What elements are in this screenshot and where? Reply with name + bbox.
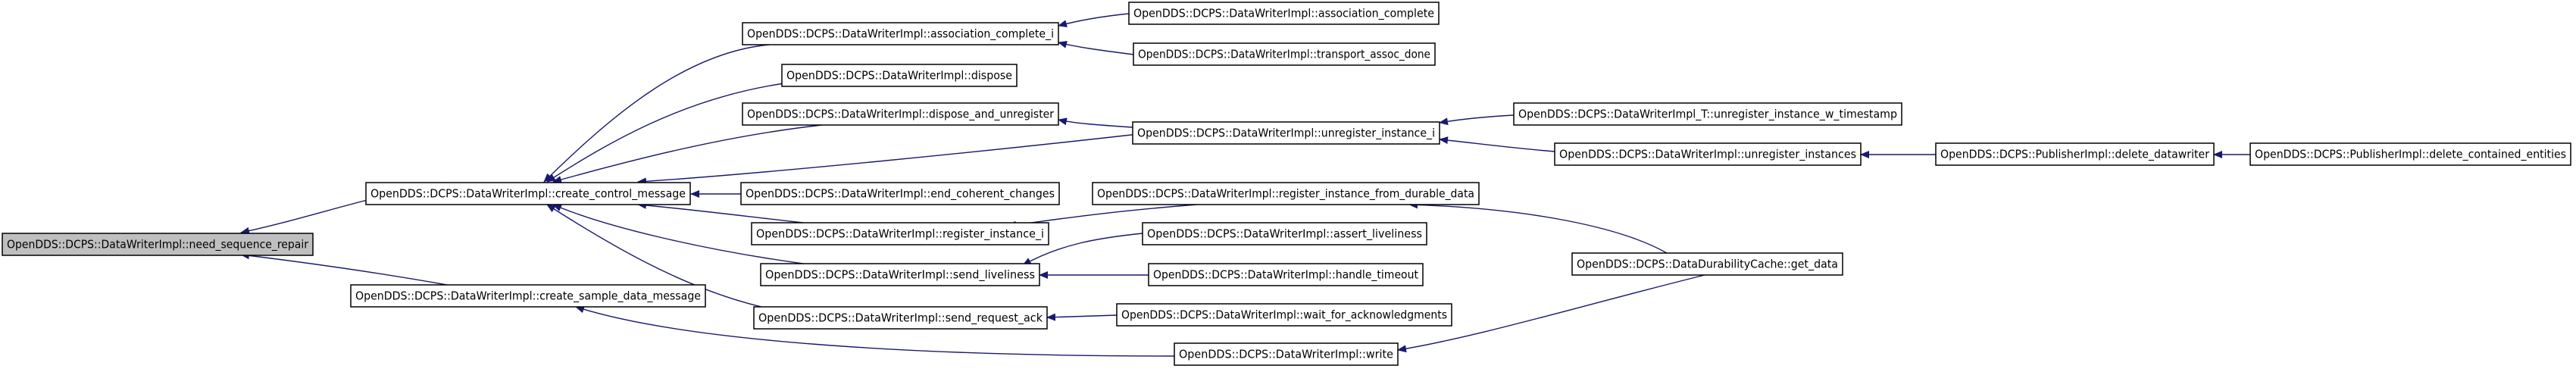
- edge-n4-to-n1: [546, 83, 785, 183]
- edge-n5-to-n1: [552, 124, 823, 183]
- edge-n8-to-n1: [552, 204, 804, 264]
- node-label: OpenDDS::DCPS::DataWriterImpl::associati…: [747, 27, 1054, 42]
- node-label: OpenDDS::DCPS::DataWriterImpl::dispose: [786, 69, 1012, 83]
- node-box: [1513, 102, 1902, 126]
- node-box: [742, 102, 1059, 126]
- node-label: OpenDDS::DCPS::DataWriterImpl::create_sa…: [355, 289, 701, 304]
- node-label: OpenDDS::DCPS::DataWriterImpl::register_…: [756, 227, 1044, 242]
- node-label: OpenDDS::DCPS::DataWriterImpl::associati…: [1133, 7, 1434, 21]
- node-box: [350, 284, 706, 308]
- node-n9[interactable]: OpenDDS::DCPS::DataWriterImpl::send_requ…: [753, 306, 1048, 330]
- node-n11[interactable]: OpenDDS::DCPS::DataWriterImpl::transport…: [1133, 42, 1436, 66]
- node-label: OpenDDS::DCPS::DataWriterImpl::register_…: [1097, 187, 1474, 202]
- node-n20[interactable]: OpenDDS::DCPS::DataDurabilityCache::get_…: [1571, 252, 1843, 276]
- node-n5[interactable]: OpenDDS::DCPS::DataWriterImpl::dispose_a…: [742, 102, 1059, 126]
- edge-n12-to-n1: [637, 132, 1152, 186]
- node-label: OpenDDS::DCPS::PublisherImpl::delete_dat…: [1940, 148, 2210, 162]
- node-label: OpenDDS::DCPS::DataWriterImpl::send_live…: [765, 268, 1035, 283]
- edge-n7-to-n1: [637, 201, 804, 224]
- edge-n14-to-n8: [1022, 233, 1143, 266]
- node-n4[interactable]: OpenDDS::DCPS::DataWriterImpl::dispose: [781, 64, 1018, 87]
- node-box: [760, 263, 1040, 286]
- node-box: [1571, 252, 1843, 276]
- edge-n11-to-n3: [1058, 40, 1134, 55]
- node-n10[interactable]: OpenDDS::DCPS::DataWriterImpl::associati…: [1128, 2, 1440, 25]
- node-box: [1132, 121, 1440, 145]
- edge-n3-to-n1: [543, 44, 770, 183]
- node-box: [1148, 263, 1424, 286]
- node-n8[interactable]: OpenDDS::DCPS::DataWriterImpl::send_live…: [760, 263, 1040, 286]
- edge-n10-to-n3: [1058, 13, 1130, 28]
- node-n19[interactable]: OpenDDS::DCPS::DataWriterImpl::unregiste…: [1554, 142, 1862, 166]
- node-box: [1554, 142, 1862, 166]
- node-n16[interactable]: OpenDDS::DCPS::DataWriterImpl::wait_for_…: [1116, 303, 1452, 327]
- node-n6[interactable]: OpenDDS::DCPS::DataWriterImpl::end_coher…: [740, 182, 1060, 205]
- node-box: [1133, 42, 1436, 66]
- node-box: [742, 22, 1059, 45]
- node-label: OpenDDS::DCPS::DataDurabilityCache::get_…: [1577, 258, 1838, 272]
- node-box: [1128, 2, 1440, 25]
- edge-n20-to-n17: [1397, 274, 1705, 353]
- node-n18[interactable]: OpenDDS::DCPS::DataWriterImpl_T::unregis…: [1513, 102, 1902, 126]
- node-label: OpenDDS::DCPS::DataWriterImpl::assert_li…: [1147, 227, 1422, 242]
- edge-n9-to-n1: [546, 204, 762, 308]
- node-box: [1174, 342, 1399, 366]
- edge-n18-to-n12: [1439, 114, 1515, 126]
- node-label: OpenDDS::DCPS::DataWriterImpl::write: [1179, 348, 1393, 361]
- node-label: OpenDDS::DCPS::PublisherImpl::delete_con…: [2255, 148, 2566, 162]
- node-n22[interactable]: OpenDDS::DCPS::PublisherImpl::delete_con…: [2249, 142, 2571, 166]
- edge-n19-to-n12: [1439, 136, 1555, 152]
- edge-n2-to-n0: [240, 252, 448, 286]
- node-box: [1116, 303, 1452, 327]
- node-n0[interactable]: OpenDDS::DCPS::DataWriterImpl::need_sequ…: [2, 233, 314, 256]
- node-n7[interactable]: OpenDDS::DCPS::DataWriterImpl::register_…: [751, 222, 1049, 245]
- node-label: OpenDDS::DCPS::DataWriterImpl::unregiste…: [1559, 148, 1856, 162]
- node-n2[interactable]: OpenDDS::DCPS::DataWriterImpl::create_sa…: [350, 284, 706, 308]
- node-label: OpenDDS::DCPS::DataWriterImpl::dispose_a…: [747, 108, 1055, 122]
- node-label: OpenDDS::DCPS::DataWriterImpl::create_co…: [370, 187, 686, 202]
- node-box: [1142, 222, 1427, 245]
- node-label: OpenDDS::DCPS::DataWriterImpl::wait_for_…: [1121, 308, 1447, 323]
- node-n15[interactable]: OpenDDS::DCPS::DataWriterImpl::handle_ti…: [1148, 263, 1424, 286]
- node-n17[interactable]: OpenDDS::DCPS::DataWriterImpl::write: [1174, 342, 1399, 366]
- node-box: [2, 233, 314, 256]
- node-label: OpenDDS::DCPS::DataWriterImpl::transport…: [1138, 48, 1430, 62]
- node-box: [1935, 142, 2215, 166]
- node-box: [740, 182, 1060, 205]
- node-label: OpenDDS::DCPS::DataWriterImpl::handle_ti…: [1153, 268, 1418, 283]
- node-n12[interactable]: OpenDDS::DCPS::DataWriterImpl::unregiste…: [1132, 121, 1440, 145]
- edges-layer: [240, 13, 2250, 357]
- node-label: OpenDDS::DCPS::DataWriterImpl::send_requ…: [758, 311, 1043, 326]
- node-box: [781, 64, 1018, 87]
- node-n3[interactable]: OpenDDS::DCPS::DataWriterImpl::associati…: [742, 22, 1059, 45]
- nodes-layer: OpenDDS::DCPS::DataWriterImpl::need_sequ…: [2, 2, 2571, 366]
- node-box: [751, 222, 1049, 245]
- edge-n16-to-n9: [1046, 313, 1118, 321]
- node-box: [365, 182, 691, 205]
- node-label: OpenDDS::DCPS::DataWriterImpl::need_sequ…: [7, 238, 309, 252]
- node-n14[interactable]: OpenDDS::DCPS::DataWriterImpl::assert_li…: [1142, 222, 1427, 245]
- node-n13[interactable]: OpenDDS::DCPS::DataWriterImpl::register_…: [1092, 182, 1480, 205]
- node-label: OpenDDS::DCPS::DataWriterImpl::unregiste…: [1137, 127, 1435, 141]
- edge-n12-to-n5: [1058, 117, 1133, 128]
- node-box: [1092, 182, 1480, 205]
- node-box: [2249, 142, 2571, 166]
- node-n1[interactable]: OpenDDS::DCPS::DataWriterImpl::create_co…: [365, 182, 691, 205]
- edge-n20-to-n13: [1408, 201, 1668, 254]
- node-n21[interactable]: OpenDDS::DCPS::PublisherImpl::delete_dat…: [1935, 142, 2215, 166]
- edge-n17-to-n2: [575, 305, 1175, 357]
- node-label: OpenDDS::DCPS::DataWriterImpl::end_coher…: [746, 187, 1055, 202]
- node-label: OpenDDS::DCPS::DataWriterImpl_T::unregis…: [1518, 108, 1897, 122]
- node-box: [753, 306, 1048, 330]
